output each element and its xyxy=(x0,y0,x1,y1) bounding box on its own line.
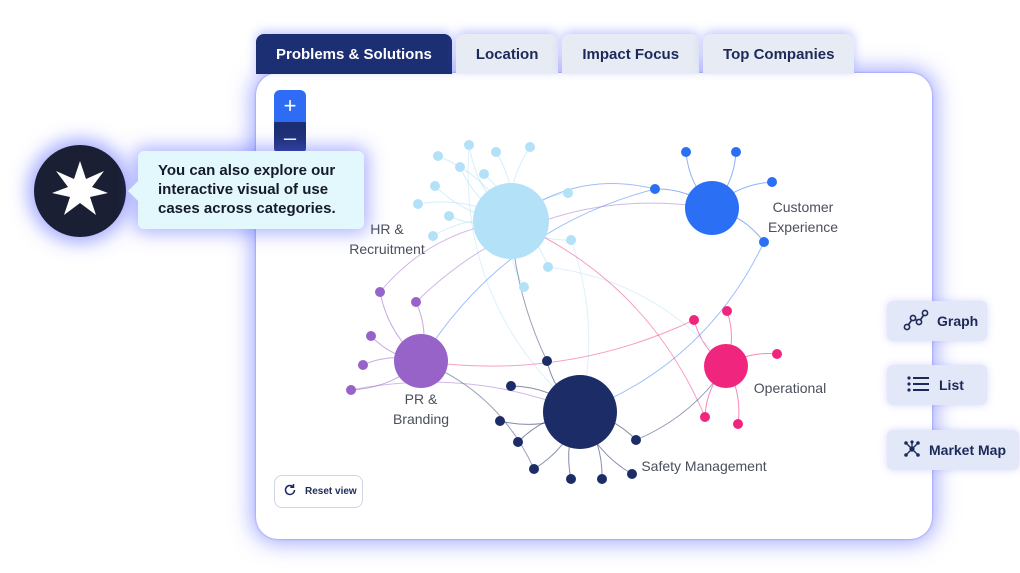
leaf-node-cx[interactable] xyxy=(731,147,741,157)
node-label-hr: HR & xyxy=(370,221,404,237)
leaf-node-safety[interactable] xyxy=(627,469,637,479)
graph-view-button[interactable]: Graph xyxy=(887,301,987,341)
leaf-node-pr[interactable] xyxy=(411,297,421,307)
refresh-icon xyxy=(283,483,297,500)
tab-location[interactable]: Location xyxy=(455,34,559,74)
node-label-cx: Customer xyxy=(773,199,834,215)
leaf-node-cx[interactable] xyxy=(759,237,769,247)
leaf-node-safety[interactable] xyxy=(566,474,576,484)
node-label-hr: Recruitment xyxy=(349,241,425,257)
leaf-node-hr[interactable] xyxy=(479,169,489,179)
list-icon xyxy=(907,375,931,396)
leaf-node-hr[interactable] xyxy=(444,211,454,221)
logo-badge xyxy=(34,145,126,237)
node-label-pr: PR & xyxy=(405,391,438,407)
reset-view-button[interactable]: Reset view xyxy=(274,475,363,508)
zoom-controls: + – xyxy=(274,90,306,154)
leaf-node-hr[interactable] xyxy=(563,188,573,198)
leaf-node-hr[interactable] xyxy=(491,147,501,157)
leaf-node-ops[interactable] xyxy=(733,419,743,429)
graph-panel xyxy=(256,73,932,539)
hub-node-ops[interactable] xyxy=(704,344,748,388)
edge-ops-pr xyxy=(420,319,695,367)
leaf-node-hr[interactable] xyxy=(464,140,474,150)
hub-node-hr[interactable] xyxy=(473,183,549,259)
tab-impact-focus[interactable]: Impact Focus xyxy=(562,34,700,74)
zoom-out-button[interactable]: – xyxy=(274,122,306,154)
leaf-node-hr[interactable] xyxy=(428,231,438,241)
reset-view-label: Reset view xyxy=(305,486,357,497)
network-icon xyxy=(903,439,921,461)
leaf-node-cx[interactable] xyxy=(650,184,660,194)
node-label-cx: Experience xyxy=(768,219,838,235)
leaf-node-hr[interactable] xyxy=(519,282,529,292)
leaf-node-pr[interactable] xyxy=(366,331,376,341)
list-view-label: List xyxy=(939,377,964,393)
zoom-in-button[interactable]: + xyxy=(274,90,306,122)
market-map-button[interactable]: Market Map xyxy=(887,430,1019,470)
leaf-node-pr[interactable] xyxy=(358,360,368,370)
leaf-node-safety[interactable] xyxy=(597,474,607,484)
tab-bar: Problems & Solutions Location Impact Foc… xyxy=(256,34,855,74)
hub-node-cx[interactable] xyxy=(685,181,739,235)
edge-hr-ops xyxy=(547,266,727,367)
leaf-node-safety[interactable] xyxy=(529,464,539,474)
node-label-ops: Operational xyxy=(754,380,826,396)
leaf-node-hr[interactable] xyxy=(430,181,440,191)
tab-problems-solutions[interactable]: Problems & Solutions xyxy=(256,34,452,74)
edge-cx-safety xyxy=(579,241,765,413)
leaf-node-safety[interactable] xyxy=(542,356,552,366)
leaf-node-ops[interactable] xyxy=(722,306,732,316)
leaf-node-safety[interactable] xyxy=(631,435,641,445)
leaf-node-pr[interactable] xyxy=(346,385,356,395)
node-label-safety: Safety Management xyxy=(641,458,766,474)
market-map-label: Market Map xyxy=(929,442,1007,458)
graph-icon xyxy=(903,309,929,334)
edge-pr-cx xyxy=(415,202,713,303)
leaf-node-pr[interactable] xyxy=(375,287,385,297)
leaf-node-safety[interactable] xyxy=(506,381,516,391)
explore-tooltip: You can also explore our interactive vis… xyxy=(128,151,364,229)
leaf-node-ops[interactable] xyxy=(772,349,782,359)
leaf-node-hr[interactable] xyxy=(433,151,443,161)
edge-hr-safety xyxy=(467,144,581,413)
leaf-node-safety[interactable] xyxy=(513,437,523,447)
hub-node-safety[interactable] xyxy=(543,375,617,449)
tab-top-companies[interactable]: Top Companies xyxy=(703,34,855,74)
leaf-node-ops[interactable] xyxy=(700,412,710,422)
leaf-node-hr[interactable] xyxy=(413,199,423,209)
leaf-node-safety[interactable] xyxy=(495,416,505,426)
node-label-pr: Branding xyxy=(393,411,449,427)
leaf-node-hr[interactable] xyxy=(525,142,535,152)
star-burst-icon xyxy=(48,157,112,226)
leaf-node-hr[interactable] xyxy=(566,235,576,245)
graph-view-label: Graph xyxy=(937,313,979,329)
hub-node-pr[interactable] xyxy=(394,334,448,388)
leaf-node-cx[interactable] xyxy=(681,147,691,157)
leaf-node-ops[interactable] xyxy=(689,315,699,325)
leaf-node-hr[interactable] xyxy=(543,262,553,272)
leaf-node-hr[interactable] xyxy=(455,162,465,172)
list-view-button[interactable]: List xyxy=(887,365,987,405)
leaf-node-cx[interactable] xyxy=(767,177,777,187)
